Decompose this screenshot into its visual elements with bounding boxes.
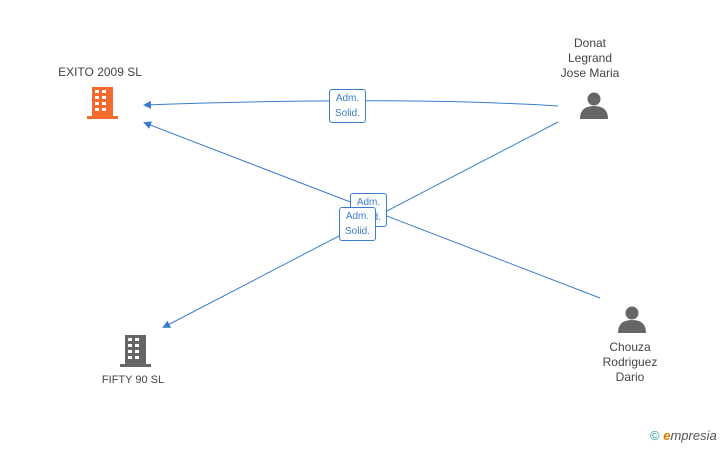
person-label-chouza[interactable]: Chouza Rodriguez Dario [585, 340, 675, 385]
edge-label-line: Solid. [335, 108, 361, 119]
edge-label-donat-fifty[interactable]: Adm. Solid. [339, 207, 377, 241]
edge-donat-exito [143, 100, 559, 109]
edge-label-line: Solid. [345, 226, 371, 237]
person-name-line: Jose Maria [560, 66, 620, 80]
person-name-line: Rodriguez [602, 355, 658, 369]
person-name-line: Legrand [567, 51, 613, 65]
company-label-exito[interactable]: EXITO 2009 SL [58, 65, 142, 79]
person-name-line: Donat [573, 36, 607, 50]
building-icon-fifty[interactable] [120, 335, 151, 367]
person-name-line: Dario [615, 370, 645, 384]
empresia-watermark: © empresia [650, 428, 717, 443]
person-label-donat[interactable]: Donat Legrand Jose Maria [545, 36, 635, 81]
brand-logo-e: e [663, 428, 671, 443]
building-icon-exito[interactable] [87, 87, 118, 119]
brand-logo-text: mpresia [670, 428, 717, 443]
copyright-symbol: © [650, 428, 660, 443]
edge-label-line: Adm. [356, 197, 381, 208]
person-name-line: Chouza [609, 340, 651, 354]
edge-label-donat-exito[interactable]: Adm. Solid. [329, 89, 367, 123]
person-icon-chouza[interactable] [618, 306, 646, 334]
edge-label-line: Adm. [335, 93, 360, 104]
person-icon-donat[interactable] [580, 92, 608, 120]
edge-label-line: Adm. [345, 211, 370, 222]
company-label-fifty[interactable]: FIFTY 90 SL [101, 374, 165, 386]
